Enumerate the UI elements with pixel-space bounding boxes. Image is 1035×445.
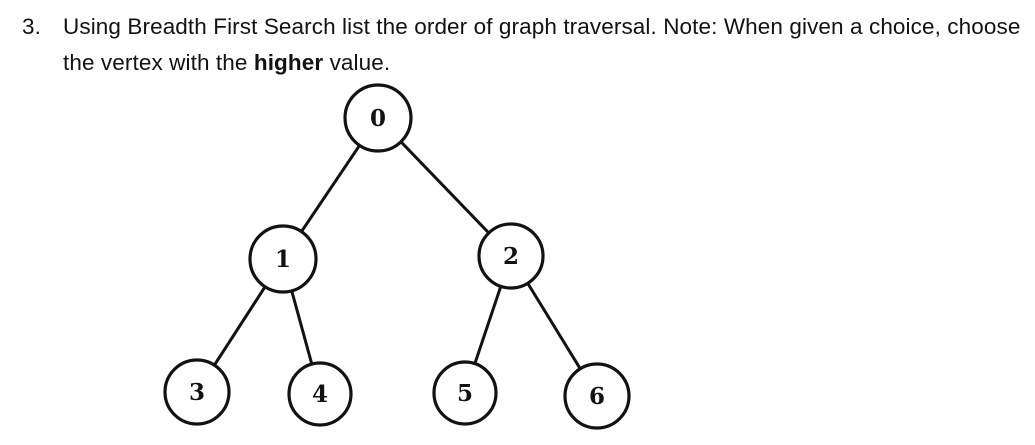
graph-node-circle-4 [287, 361, 353, 427]
graph-node-circle-0 [343, 83, 413, 153]
graph-node-circle-3 [163, 358, 231, 426]
question-number: 3. [22, 14, 41, 39]
graph-node-label-4: 4 [312, 381, 328, 408]
graph-node-2: 2 [477, 222, 545, 290]
question-line-2-before: the vertex with the [63, 50, 254, 75]
graph-node-circle-1 [248, 224, 318, 294]
graph-node-label-0: 0 [370, 105, 386, 132]
question-line-2-after: value. [323, 50, 391, 75]
graph-node-4: 4 [287, 361, 353, 427]
question-line-2: the vertex with the higher value. [63, 45, 1028, 81]
graph-node-label-1: 1 [275, 246, 291, 273]
graph-node-circle-2 [477, 222, 545, 290]
question-block: 3. Using Breadth First Search list the o… [22, 9, 1028, 81]
graph-node-label-2: 2 [503, 243, 519, 270]
graph-node-label-5: 5 [457, 380, 473, 407]
question-line-1-text: Using Breadth First Search list the orde… [63, 14, 1021, 39]
graph-node-label-3: 3 [189, 379, 205, 406]
graph-node-0: 0 [343, 83, 413, 153]
graph-node-circle-6 [563, 362, 631, 430]
node-layer: 0 1 2 3 4 5 6 [163, 83, 631, 430]
question-text: Using Breadth First Search list the orde… [63, 9, 1028, 81]
graph-node-6: 6 [563, 362, 631, 430]
graph-node-5: 5 [432, 360, 498, 426]
question-line-2-bold: higher [253, 50, 324, 75]
graph-node-circle-5 [432, 360, 498, 426]
graph-node-1: 1 [248, 224, 318, 294]
graph-node-label-6: 6 [589, 383, 605, 410]
question-line-1: Using Breadth First Search list the orde… [63, 9, 1028, 45]
graph-node-3: 3 [163, 358, 231, 426]
